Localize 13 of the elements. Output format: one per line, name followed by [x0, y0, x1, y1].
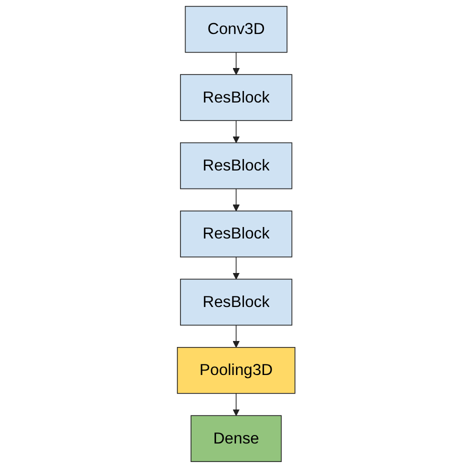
arrow — [233, 324, 240, 348]
node-box: ResBlock — [180, 74, 293, 121]
node-box: Conv3D — [185, 6, 288, 53]
arrow — [233, 256, 240, 280]
arrow — [233, 393, 240, 416]
node-box: Pooling3D — [177, 347, 296, 394]
node-box: ResBlock — [180, 210, 293, 258]
node-box: Dense — [190, 415, 282, 462]
node-box: ResBlock — [180, 142, 293, 190]
arrow — [233, 188, 240, 212]
arrow — [233, 120, 240, 144]
arrow — [233, 52, 240, 75]
node-box: ResBlock — [180, 278, 293, 326]
